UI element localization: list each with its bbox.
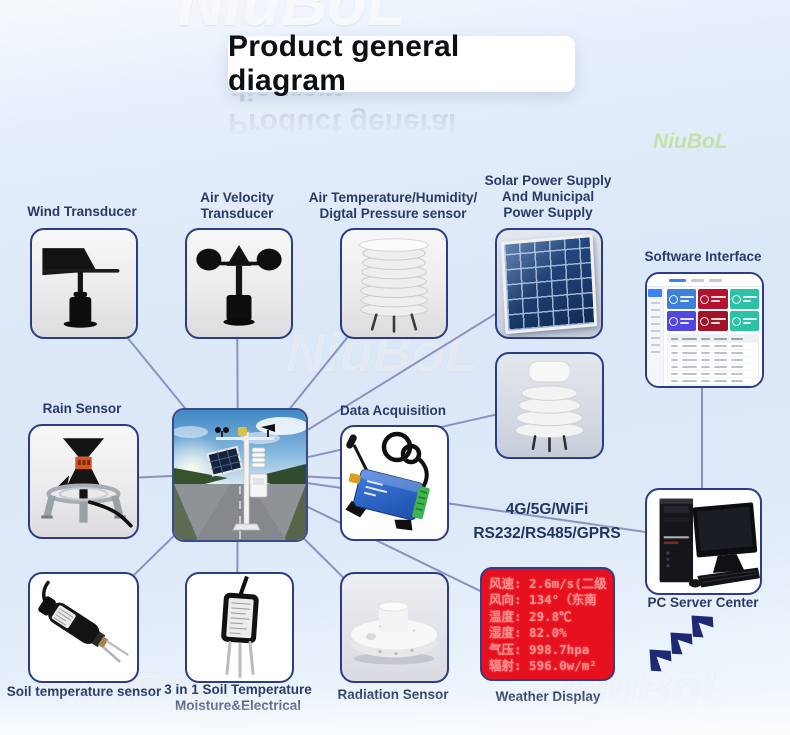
node-wind-transducer	[30, 228, 138, 339]
page-title: Product general diagram	[228, 30, 460, 97]
data-flow-chevrons-icon	[649, 615, 714, 672]
connectivity-line-2: RS232/RS485/GPRS	[473, 525, 621, 542]
display-row-wind-speed: 风速: 2.6m/s(二级	[489, 576, 607, 591]
anemometer-image	[196, 245, 282, 326]
connectivity-line-1: 4G/5G/WiFi	[505, 501, 589, 518]
node-radiation-sensor	[340, 572, 449, 683]
air-velocity-label: Air Velocity Transducer	[200, 190, 274, 222]
display-row-temperature: 温度: 29.8℃	[489, 608, 572, 624]
data-acquisition-label: Data Acquisition	[339, 403, 446, 418]
page-title-reflection: Product general diagram	[228, 73, 457, 140]
display-row-humidity: 湿度: 82.0%	[489, 625, 567, 641]
radiation-sensor-image	[351, 601, 437, 665]
node-data-acquisition	[340, 425, 449, 541]
pc-server-label: PC Server Center	[647, 595, 759, 610]
display-row-pressure: 气压: 998.7hpa	[489, 641, 590, 657]
radiation-shield-image	[359, 238, 429, 333]
node-air-velocity-transducer	[185, 228, 293, 339]
weather-display-label: Weather Display	[495, 689, 601, 704]
dashboard-data-table	[667, 334, 759, 386]
node-rain-sensor	[28, 424, 139, 539]
radiation-sensor-label: Radiation Sensor	[337, 687, 449, 702]
node-soil-temperature-sensor	[28, 572, 139, 683]
display-row-radiation: 辐射: 596.0w/m²	[489, 658, 597, 674]
desktop-computer-image	[659, 498, 760, 588]
dashboard-sidebar	[647, 287, 664, 386]
soil-3in1-label: 3 in 1 Soil Temperature Moisture&Electri…	[164, 682, 312, 714]
soil-3in1-image	[221, 575, 259, 678]
node-air-temp-humidity-sensor	[340, 228, 448, 339]
data-logger-image	[345, 431, 430, 531]
compact-sensor-image	[514, 360, 585, 453]
dashboard-stat-cards	[667, 289, 759, 331]
node-weather-display: 风速: 2.6m/s(二级 风向: 134°（东南 温度: 29.8℃ 湿度: …	[480, 567, 615, 681]
node-solar-power	[495, 228, 603, 339]
weather-station-image	[174, 410, 306, 540]
solar-power-label: Solar Power Supply And Municipal Power S…	[484, 173, 612, 221]
dashboard-screenshot	[647, 274, 762, 386]
node-pc-server	[645, 488, 762, 595]
page-title-box: Product general diagram	[228, 30, 575, 97]
solar-panel-image	[497, 230, 601, 337]
weather-station-photo	[172, 408, 308, 542]
node-compact-weather-sensor	[495, 352, 604, 459]
air-temp-humidity-label: Air Temperature/Humidity/ Digtal Pressur…	[308, 190, 478, 222]
soil-probe-image	[38, 580, 129, 663]
node-soil-3in1-sensor	[185, 572, 294, 683]
rain-gauge-image	[41, 438, 133, 528]
soil-temperature-label: Soil temperature sensor	[6, 684, 162, 699]
dashboard-legend	[667, 386, 759, 388]
rain-sensor-label: Rain Sensor	[42, 401, 122, 416]
wind-vane-image	[42, 248, 120, 328]
dashboard-tabs	[647, 274, 762, 287]
software-interface-label: Software Interface	[644, 249, 762, 264]
node-software-interface	[645, 272, 764, 388]
display-row-wind-direction: 风向: 134°（东南	[489, 592, 597, 608]
wind-transducer-label: Wind Transducer	[27, 204, 137, 219]
